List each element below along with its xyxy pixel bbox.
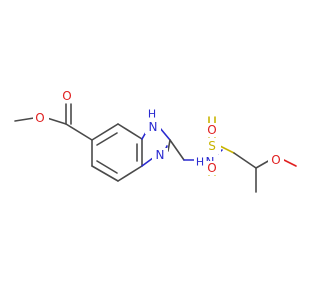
- atom-h-sulfonamide: H: [196, 156, 204, 169]
- atom-n-imidazole-h: N: [149, 120, 158, 134]
- bond-s-c: [219, 145, 235, 154]
- bond-benz-4: [117, 165, 143, 182]
- atom-o-sulfonyl-bottom: O: [207, 161, 216, 175]
- atom-layer: O O N H N H N S O O O: [33, 89, 284, 175]
- atom-s-sulfonyl: S: [208, 139, 216, 153]
- bond-c-o: [255, 159, 271, 169]
- bond-imid-c2-n: [167, 139, 171, 152]
- atom-o-carbonyl: O: [62, 89, 71, 103]
- bond-imid-nh-2: [159, 127, 171, 141]
- bond-benz-2: [117, 123, 143, 140]
- atom-o-sulfonyl-top: O: [207, 123, 216, 137]
- bond-ester-ring: [65, 123, 93, 141]
- bond-ester-o-c: [46, 117, 67, 125]
- structure-diagram: O O N H N H N S O O O: [14, 89, 297, 193]
- atom-h-imidazole: H: [148, 108, 156, 121]
- bond-ester-methyl: [14, 117, 35, 122]
- bond-benz-inner-3: [96, 160, 118, 174]
- atom-o-methoxy: O: [271, 153, 280, 167]
- molecule-canvas: O O N H N H N S O O O: [14, 89, 297, 193]
- atom-n-imidazole: N: [156, 148, 165, 162]
- bond-c-c: [233, 152, 257, 169]
- atom-o-ester: O: [35, 111, 44, 125]
- bond-benz-5: [91, 165, 119, 182]
- bond-o-methyl: [283, 159, 297, 167]
- bond-benz-inner-1: [96, 132, 118, 146]
- bond-benz-1: [91, 123, 119, 141]
- bond-ch2-1: [169, 139, 185, 161]
